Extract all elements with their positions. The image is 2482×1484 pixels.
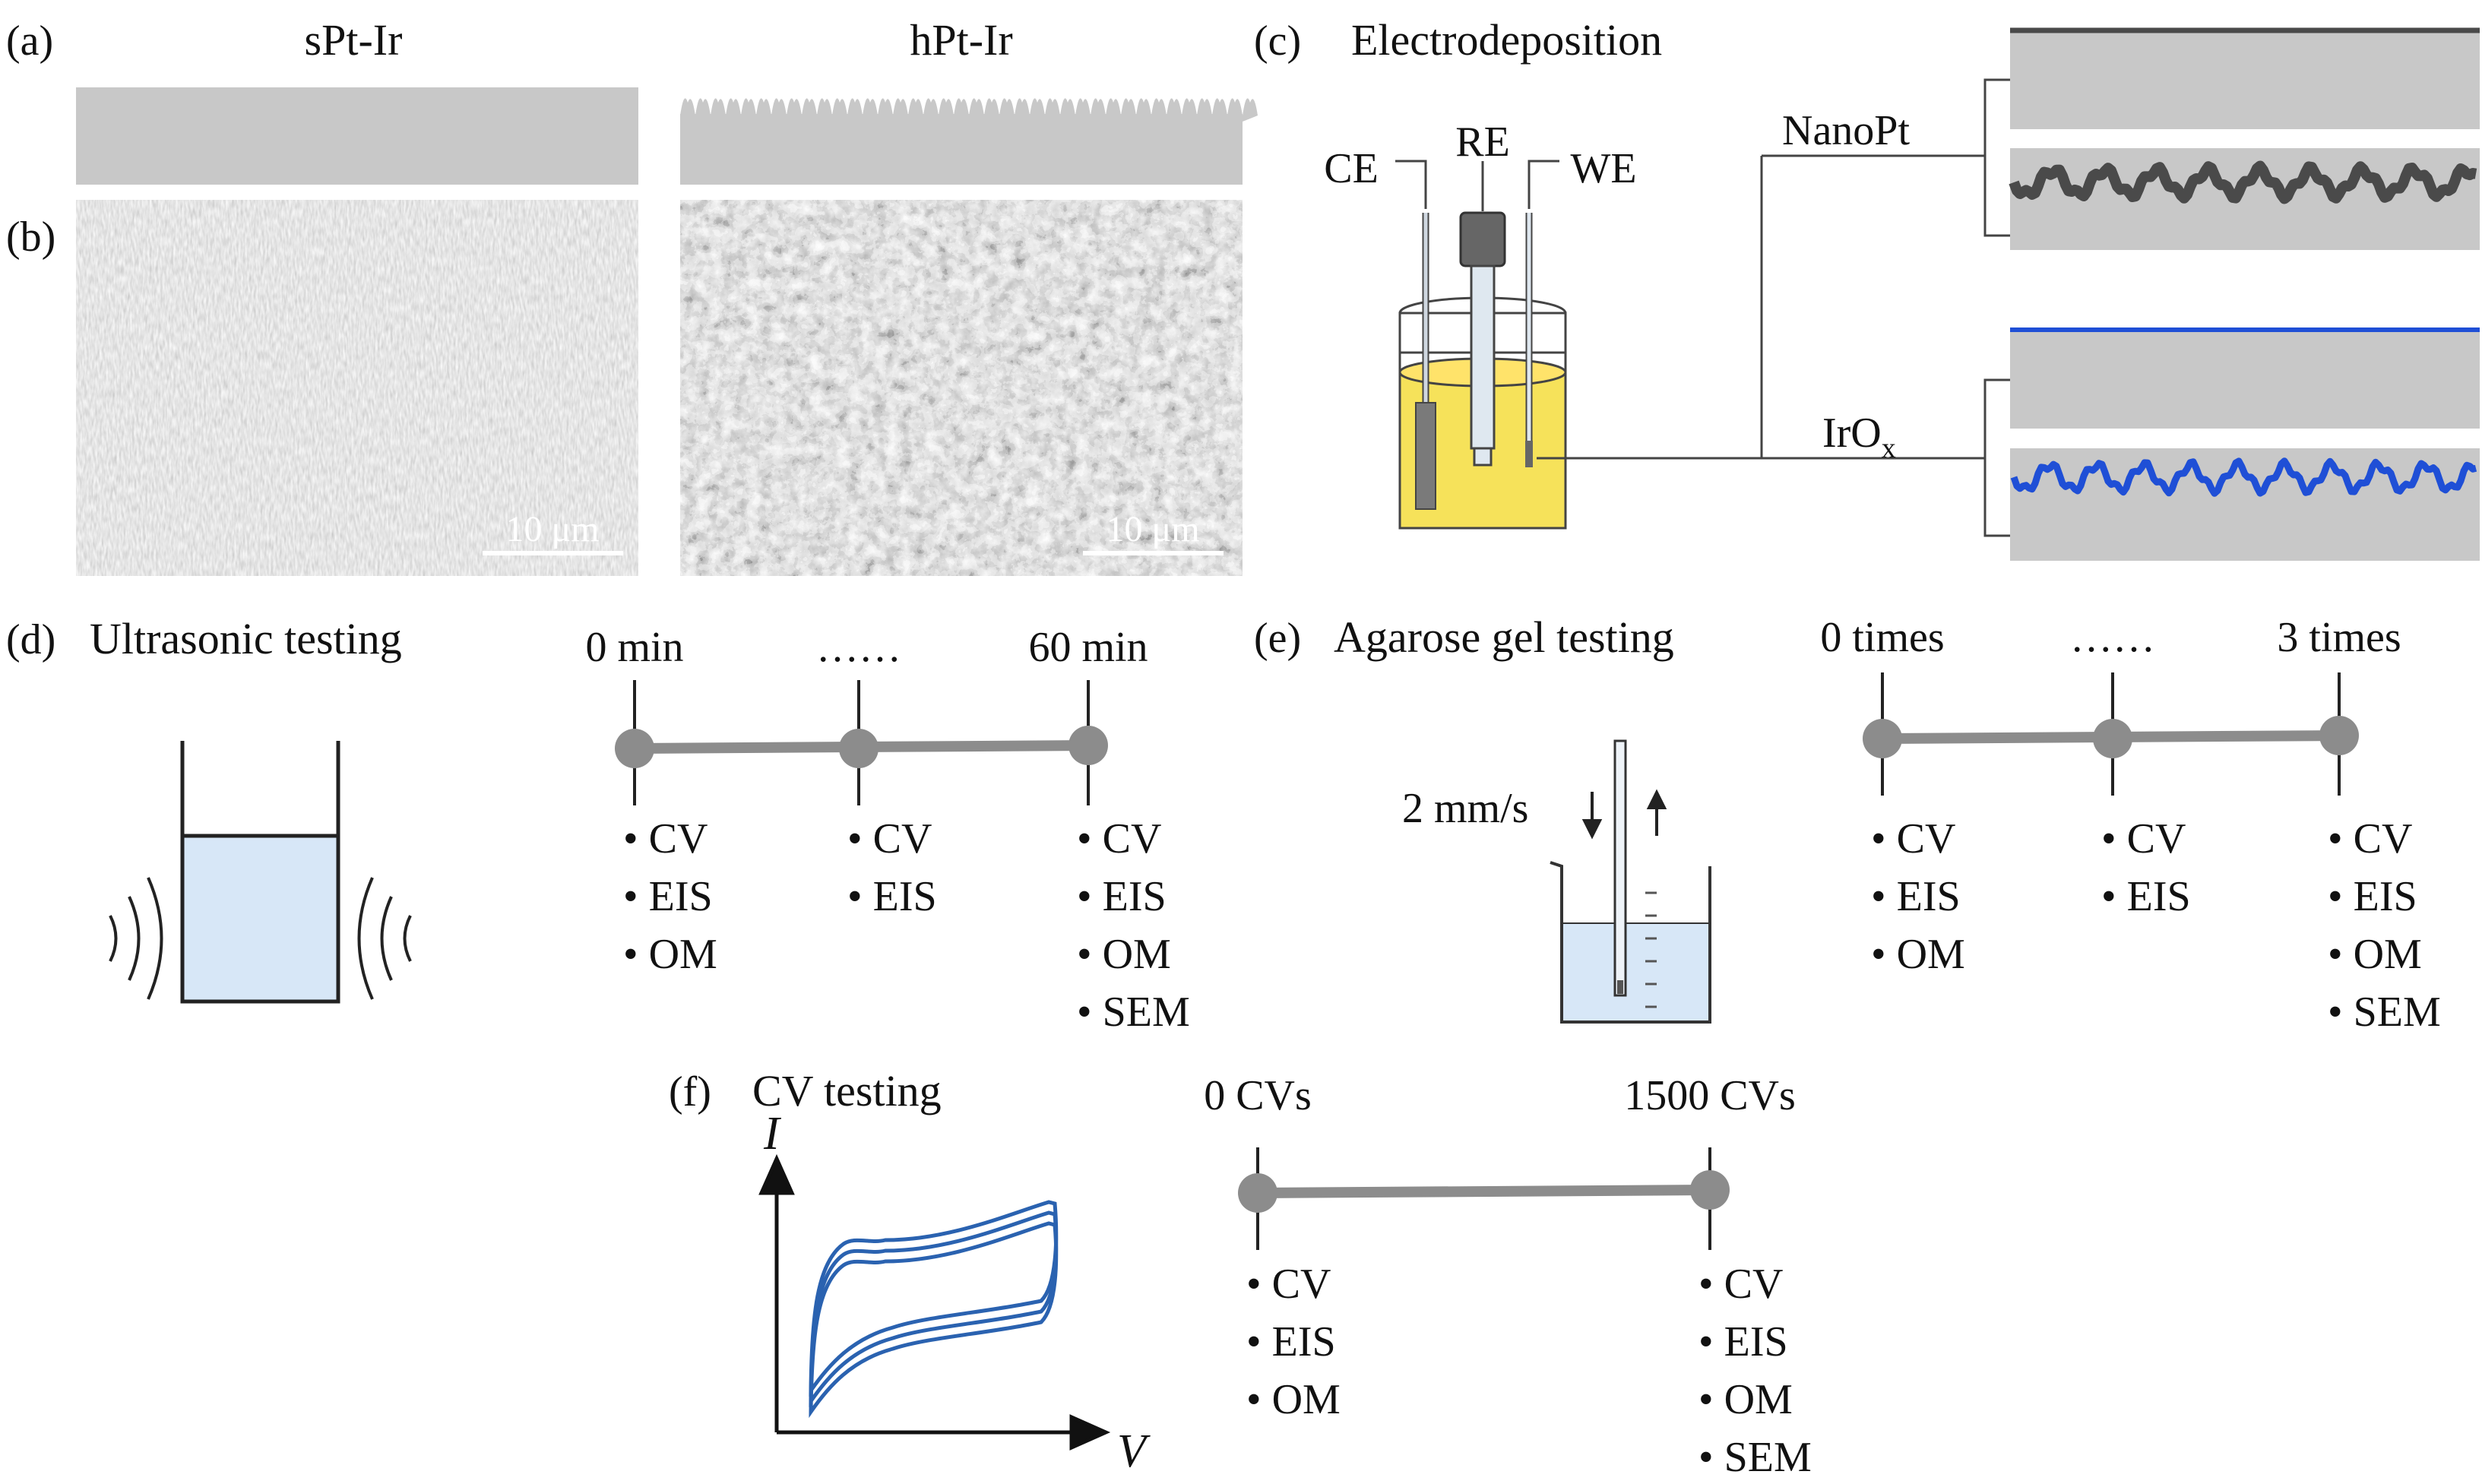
irox-smooth-substrate	[2010, 328, 2480, 429]
timeline-label: ……	[816, 624, 901, 671]
scale-text-left: 10 μm	[505, 509, 599, 549]
irox-rough-coating	[2010, 457, 2477, 497]
timeline-cv: 0 CVs • CV • EIS • OM 1500 CVs • CV • EIS • OM •…	[1204, 1072, 1812, 1481]
measurement-item: • EIS	[2101, 873, 2191, 920]
measurement-item: • SEM	[2328, 989, 2441, 1036]
measurement-item: • CV	[847, 815, 932, 862]
speed-label: 2 mm/s	[1402, 785, 1528, 832]
timeline-node	[1863, 719, 1902, 758]
panel-e-label: (e)	[1254, 615, 1301, 662]
measurement-item: • OM	[1871, 931, 1965, 978]
panel-c-label: (c)	[1254, 17, 1301, 65]
panel-b-label: (b)	[6, 214, 55, 261]
we-label: WE	[1570, 145, 1636, 192]
measurement-item: • EIS	[623, 873, 713, 920]
panel-f-label: (f)	[669, 1068, 711, 1115]
timeline-agarose: 0 times • CV • EIS • OM …… • CV • EIS 3 times • …	[1820, 614, 2440, 1036]
sem-image-smooth	[76, 200, 638, 576]
ultrasonic-title: Ultrasonic testing	[90, 614, 402, 663]
cv-title: CV testing	[752, 1066, 942, 1115]
timeline-ultrasonic: 0 min • CV • EIS • OM …… • CV • EIS 60 min • CV •…	[585, 624, 1189, 1036]
x-axis-label: V	[1117, 1425, 1151, 1477]
measurement-item: • OM	[1698, 1376, 1793, 1423]
measurement-item: • EIS	[1698, 1318, 1788, 1365]
hpt-ir-title: hPt-Ir	[910, 15, 1012, 65]
nanopt-smooth-substrate	[2010, 29, 2480, 129]
measurement-item: • OM	[1246, 1376, 1341, 1423]
ultrasonic-bath	[180, 741, 340, 1004]
measurement-item: • CV	[1246, 1261, 1331, 1308]
measurement-item: • EIS	[2328, 873, 2417, 920]
sound-waves-right	[357, 877, 412, 1000]
timeline-node	[2093, 719, 2132, 758]
agarose-title: Agarose gel testing	[1334, 612, 1674, 662]
timeline-label: ……	[2070, 614, 2155, 661]
measurement-item: • EIS	[1077, 873, 1167, 920]
we-lead	[1528, 160, 1559, 209]
agarose-beaker	[1550, 739, 1711, 1024]
electrochemical-cell	[1398, 211, 1567, 530]
timeline-node	[1238, 1173, 1277, 1213]
nanopt-rough-substrate	[2010, 148, 2480, 250]
nanopt-bracket	[1983, 78, 2010, 237]
measurement-item: • EIS	[1871, 873, 1961, 920]
irox-rough-substrate	[2010, 448, 2480, 561]
electrodeposition-title: Electrodeposition	[1351, 15, 1662, 65]
sem-image-rough	[680, 200, 1243, 576]
smooth-substrate	[76, 87, 638, 185]
timeline-node	[839, 729, 879, 768]
timeline-label: 0 times	[1820, 614, 1944, 661]
ce-label: CE	[1324, 145, 1379, 192]
re-label: RE	[1455, 119, 1510, 166]
measurement-item: • SEM	[1698, 1434, 1812, 1481]
timeline-label: 1500 CVs	[1624, 1072, 1796, 1119]
sound-waves-left	[109, 877, 163, 1000]
irox-label: IrOx	[1822, 410, 1896, 464]
measurement-item: • CV	[623, 815, 708, 862]
timeline-node	[1690, 1170, 1730, 1210]
scale-text-right: 10 μm	[1106, 509, 1199, 549]
cv-axes	[758, 1153, 1111, 1451]
measurement-item: • CV	[2328, 815, 2412, 862]
dip-arrows	[1581, 789, 1667, 840]
measurement-item: • OM	[2328, 931, 2422, 978]
measurement-item: • CV	[1871, 815, 1955, 862]
timeline-label: 0 min	[585, 624, 683, 671]
ce-lead	[1395, 160, 1427, 209]
timeline-label: 3 times	[2277, 614, 2401, 661]
measurement-item: • CV	[2101, 815, 2186, 862]
irox-bracket	[1983, 378, 2010, 537]
panel-d-label: (d)	[6, 616, 55, 663]
connector-lines	[1537, 154, 1985, 460]
measurement-item: • CV	[1077, 815, 1161, 862]
nanopt-rough-coating	[2009, 160, 2478, 204]
measurement-item: • EIS	[847, 873, 937, 920]
rough-substrate	[680, 98, 1258, 185]
cv-loop	[809, 1200, 1059, 1397]
timeline-label: 0 CVs	[1204, 1072, 1312, 1119]
panel-a-label: (a)	[6, 17, 53, 65]
spt-ir-title: sPt-Ir	[305, 15, 403, 65]
timeline-node	[1068, 726, 1108, 765]
measurement-item: • SEM	[1077, 989, 1190, 1036]
timeline-node	[2319, 716, 2359, 755]
measurement-item: • OM	[1077, 931, 1171, 978]
timeline-label: 60 min	[1028, 624, 1148, 671]
cv-voltammogram	[809, 1200, 1059, 1419]
measurement-item: • CV	[1698, 1261, 1783, 1308]
timeline-node	[615, 729, 654, 768]
measurement-item: • OM	[623, 931, 717, 978]
measurement-item: • EIS	[1246, 1318, 1336, 1365]
timeline-bar	[1257, 1185, 1711, 1198]
y-axis-label: I	[763, 1108, 782, 1160]
nanopt-label: NanoPt	[1782, 107, 1910, 154]
